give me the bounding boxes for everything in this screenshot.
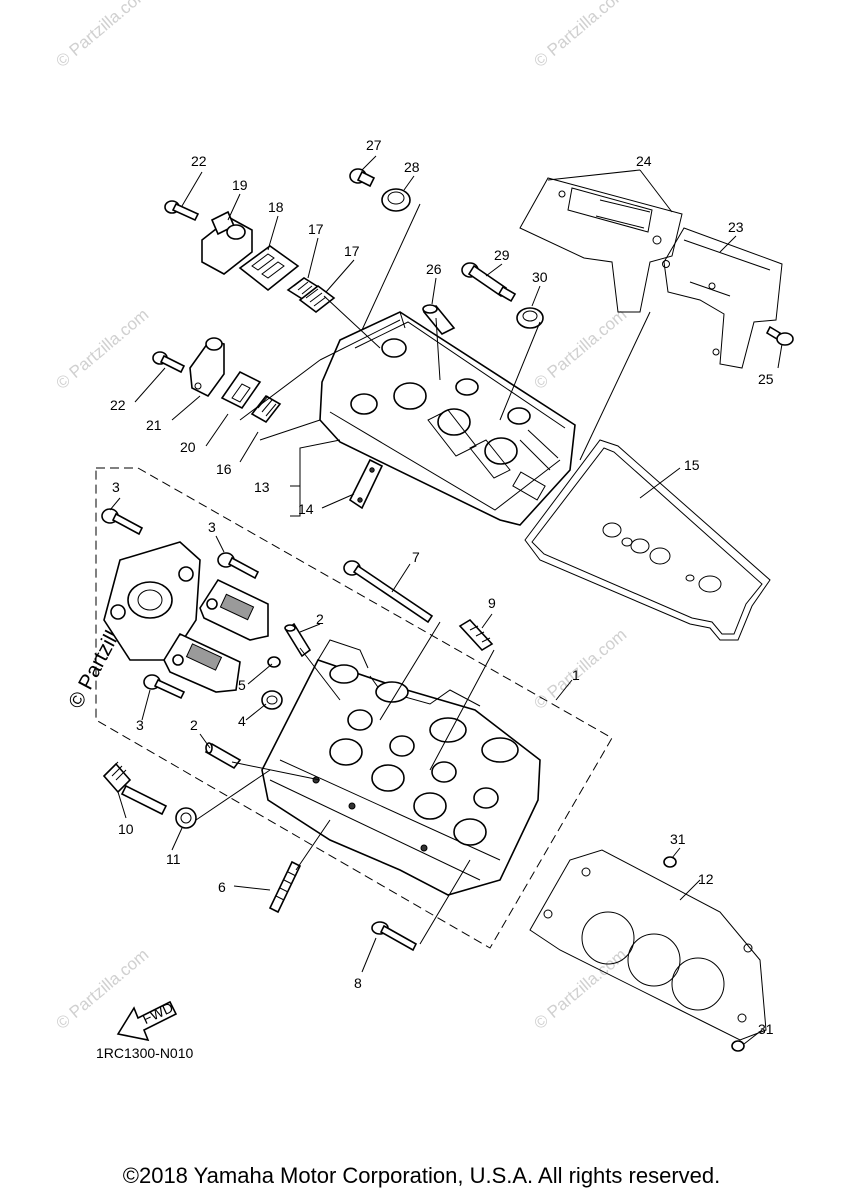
callout-25: 25 — [758, 371, 774, 387]
callout-3: 3 — [112, 479, 120, 495]
plate-18 — [238, 245, 300, 292]
callout-20: 20 — [180, 439, 196, 455]
callout-31: 31 — [670, 831, 686, 847]
callout-12: 12 — [698, 871, 714, 887]
callout-27: 27 — [366, 137, 382, 153]
part-11 — [175, 807, 197, 829]
callout-17: 17 — [344, 243, 360, 259]
dowel-31-lower — [731, 1040, 745, 1052]
callout-13: 13 — [254, 479, 270, 495]
grommet-30 — [516, 307, 544, 329]
callout-28: 28 — [404, 159, 420, 175]
callout-15: 15 — [684, 457, 700, 473]
callout-8: 8 — [354, 975, 362, 991]
valve-cover — [319, 311, 576, 526]
cover-19 — [201, 210, 253, 275]
group-outline — [95, 467, 613, 949]
cover-21 — [189, 337, 225, 398]
callout-9: 9 — [488, 595, 496, 611]
watermark: © Partzilla.com — [530, 305, 630, 393]
bolt-3-low — [143, 674, 186, 700]
dowel-2-upper — [284, 622, 312, 658]
callout-19: 19 — [232, 177, 248, 193]
bracket-23 — [662, 227, 783, 369]
callout-2: 2 — [190, 717, 198, 733]
bolt-27 — [349, 168, 376, 188]
plate-20 — [220, 370, 262, 410]
callouts: 22 19 18 17 17 27 28 26 29 30 24 23 25 2… — [110, 137, 774, 1037]
cam-cap-left — [103, 541, 201, 661]
callout-26: 26 — [426, 261, 442, 277]
dowel-26 — [422, 304, 456, 336]
leader-lines — [109, 155, 783, 1045]
callout-23: 23 — [728, 219, 744, 235]
callout-3: 3 — [208, 519, 216, 535]
callout-11: 11 — [166, 851, 181, 867]
grommet-28 — [381, 188, 411, 212]
part-10 — [102, 761, 168, 816]
bolt-22-lower — [152, 351, 186, 374]
reed-16 — [250, 394, 282, 424]
watermark: © Partzilla.com — [530, 945, 630, 1033]
callout-24: 24 — [636, 153, 652, 169]
watermarks: © Partzilla.com © Partzilla.com © Partzi… — [52, 0, 630, 1033]
stud-6 — [268, 860, 302, 914]
dowel-31-upper — [663, 856, 677, 868]
callout-6: 6 — [218, 879, 226, 895]
cam-cap-lower — [163, 632, 241, 693]
callout-17: 17 — [308, 221, 324, 237]
callout-16: 16 — [216, 461, 232, 477]
part-9 — [458, 618, 494, 652]
watermark: © Partzilla.com — [52, 0, 152, 71]
callout-31: 31 — [758, 1021, 774, 1037]
callout-29: 29 — [494, 247, 510, 263]
cover-plate-14 — [348, 458, 384, 510]
callout-2: 2 — [316, 611, 324, 627]
callout-14: 14 — [298, 501, 314, 517]
cylinder-head — [261, 639, 541, 896]
diagram-code: 1RC1300-N010 — [96, 1045, 194, 1061]
head-gasket-12 — [529, 849, 767, 1041]
cam-cap-upper — [199, 578, 269, 641]
callout-10: 10 — [118, 821, 134, 837]
bolt-25 — [765, 325, 794, 346]
bolt-29 — [461, 262, 517, 303]
plug-4 — [261, 690, 283, 710]
callout-18: 18 — [268, 199, 284, 215]
watermark: © Partzilla.com — [530, 0, 630, 71]
fwd-arrow-icon: FWD — [116, 999, 178, 1042]
callout-30: 30 — [532, 269, 548, 285]
callout-3: 3 — [136, 717, 144, 733]
callout-22: 22 — [110, 397, 126, 413]
reed-17b — [298, 284, 336, 314]
bolt-22-upper — [164, 200, 200, 222]
callout-7: 7 — [412, 549, 420, 565]
dowel-2-lower — [204, 742, 242, 770]
callout-5: 5 — [238, 677, 246, 693]
callout-1: 1 — [572, 667, 580, 683]
bolt-3-top — [101, 508, 144, 536]
copyright-notice: ©2018 Yamaha Motor Corporation, U.S.A. A… — [122, 1163, 721, 1188]
bolt-3-mid — [217, 552, 260, 580]
bolt-7 — [343, 560, 434, 624]
watermark: © Partzilla.com — [52, 305, 152, 393]
callout-4: 4 — [238, 713, 246, 729]
callout-22: 22 — [191, 153, 207, 169]
gasket-15 — [524, 439, 771, 641]
callout-21: 21 — [146, 417, 162, 433]
bolt-8 — [371, 921, 418, 952]
bracket-24 — [519, 177, 683, 313]
